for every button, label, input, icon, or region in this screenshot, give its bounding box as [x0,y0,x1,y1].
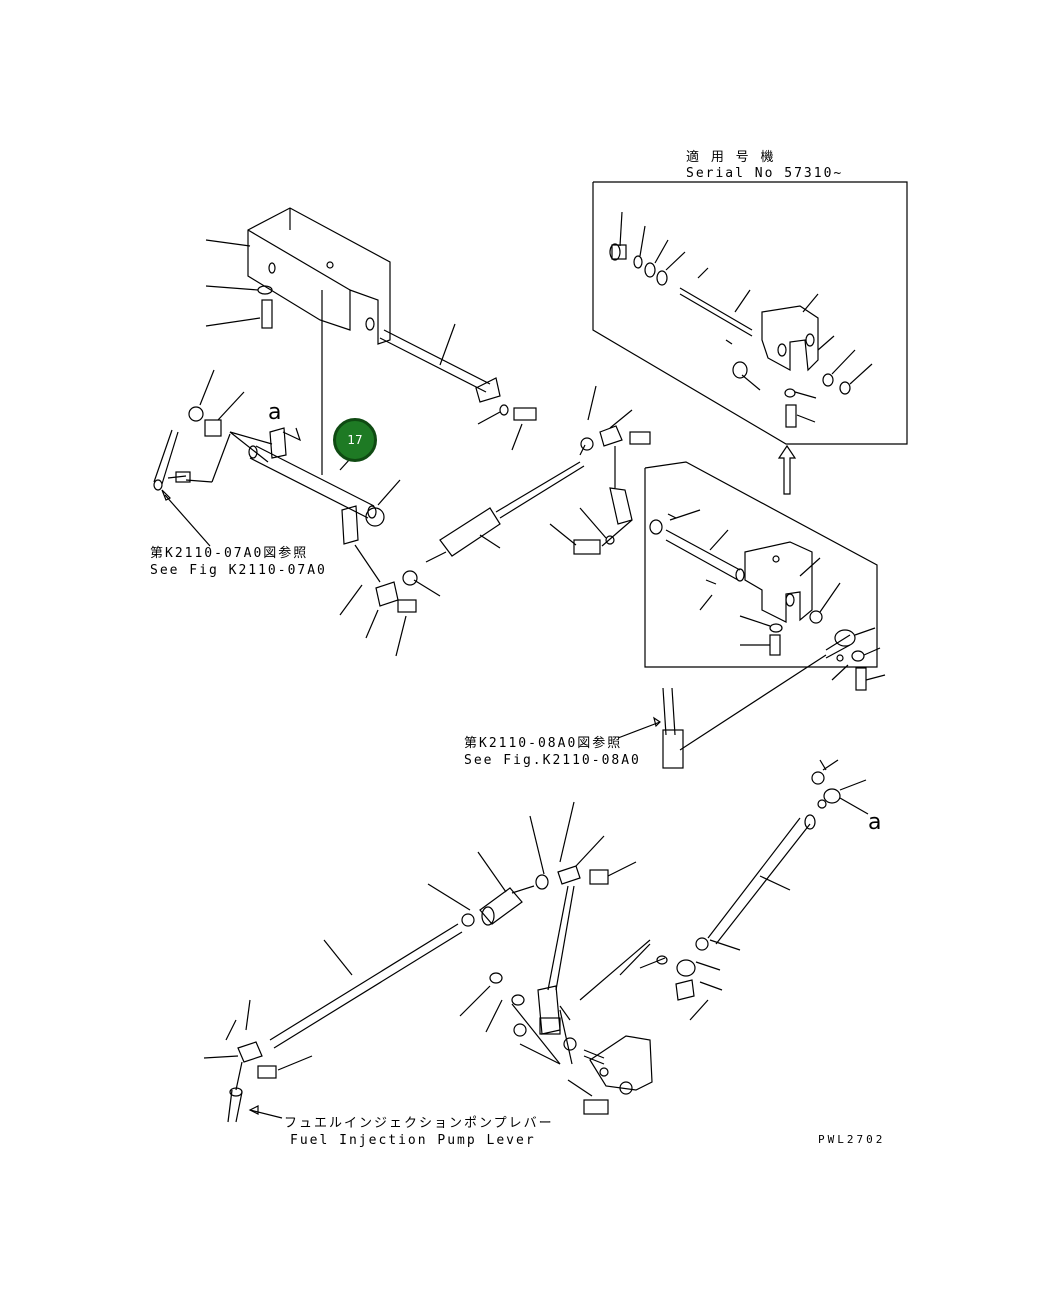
upper-bracket [205,207,391,475]
reference-1-jp: 第K2110-07A0図参照 [150,546,309,561]
inset-parts [609,211,873,428]
pump-lever-label-jp: フュエルインジェクションポンプレバー [284,1116,554,1131]
reference-letter-a-upper: a [268,400,282,425]
right-cluster [662,627,886,769]
drawing-code: PWL2702 [818,1133,886,1146]
reference-2-en: See Fig.K2110-08A0 [464,753,641,768]
inset-frame-2 [644,461,878,668]
reference-2-jp: 第K2110-08A0図参照 [464,736,623,751]
callout-17[interactable]: 17 [333,418,377,462]
pump-lever-label-en: Fuel Injection Pump Lever [290,1133,536,1148]
up-arrow [777,444,797,495]
inset2-parts [649,509,841,656]
middle-linkage [339,385,651,657]
reference-letter-a-lower: a [868,810,882,835]
lower-assembly [203,759,869,1123]
upper-rod [379,323,537,451]
callout-number: 17 [347,433,363,447]
reference-1-en: See Fig K2110-07A0 [150,563,327,578]
inset-frame [592,181,908,445]
applicability-label-jp: 適 用 号 機 [686,150,776,165]
applicability-label-en: Serial No 57310~ [686,166,844,181]
